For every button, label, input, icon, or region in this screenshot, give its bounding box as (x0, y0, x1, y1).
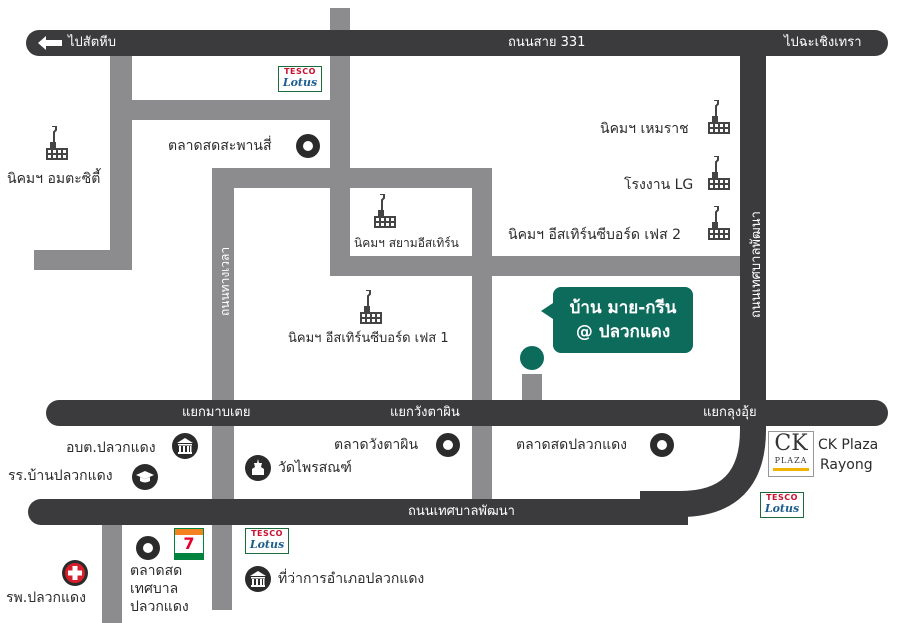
road-label-to-chachoengsao: ไปฉะเชิงเทรา (784, 35, 862, 50)
label-hemaraj: นิคมฯ เหมราช (600, 121, 689, 137)
factory-icon (360, 290, 382, 324)
tesco-lotus-logo: TESCO Lotus (245, 528, 289, 554)
market-dot-icon (296, 134, 320, 158)
road-right-vertical (740, 44, 766, 424)
ck-plaza-logo: CK PLAZA (768, 431, 814, 477)
factory-icon (46, 126, 68, 160)
label-municipal-market-3: ปลวกแดง (130, 599, 189, 615)
road-label-right-vertical: ถนนเทศบาลพัฒนา (749, 211, 764, 318)
factory-icon (708, 206, 730, 240)
factory-icon (374, 194, 396, 228)
road-thesaban-phatthana (28, 499, 688, 525)
label-amata-city: นิคมฯ อมตะซิตี้ (7, 171, 101, 187)
location-pin-icon (520, 346, 544, 370)
label-eastern-seaboard-1: นิคมฯ อีสเทิร์นซีบอร์ด เฟส 1 (288, 331, 449, 346)
road-loop-top (212, 168, 492, 188)
road-inner-vertical (212, 168, 234, 500)
temple-icon (245, 455, 271, 481)
road-label-inner-vertical: ถนนทางเวลา (218, 246, 232, 316)
market-dot-icon (650, 433, 674, 457)
label-district-office: ที่ว่าการอำเภอปลวกแดง (278, 571, 425, 587)
government-building-icon (172, 433, 198, 459)
arrow-left-icon (38, 36, 62, 50)
label-wat-phai-sanit: วัดไพรสณฑ์ (278, 460, 352, 476)
road-site-spur (522, 374, 542, 402)
label-wang-ta-phin-market: ตลาดวังตาผิน (334, 437, 419, 453)
label-saphan-si-market: ตลาดสดสะพานสี่ (168, 138, 272, 154)
road-upper-horizontal (110, 100, 350, 120)
label-obt-pluak-daeng: อบต.ปลวกแดง (66, 440, 156, 456)
label-pluak-daeng-market: ตลาดสดปลวกแดง (516, 437, 628, 453)
tesco-lotus-logo: TESCO Lotus (760, 492, 804, 518)
tesco-lotus-logo: TESCO Lotus (278, 66, 322, 92)
factory-icon (708, 100, 730, 134)
label-municipal-market-2: เทศบาล (130, 581, 179, 597)
label-ck-plaza-1: CK Plaza (818, 437, 879, 453)
label-municipal-market-1: ตลาดสด (130, 563, 183, 579)
market-dot-icon (136, 536, 160, 560)
road-label-331: ถนนสาย 331 (508, 35, 586, 50)
road-left-vertical (110, 40, 132, 270)
callout-line-1: บ้าน มาย-กรีน (569, 298, 677, 318)
road-label-map-ta-phut: แยกมาบเตย (182, 405, 251, 420)
road-siam-horizontal (330, 256, 750, 276)
road-label-lung-ui: แยกลุงอุ้ย (703, 405, 757, 420)
label-eastern-seaboard-2: นิคมฯ อีสเทิร์นซีบอร์ด เฟส 2 (508, 227, 681, 243)
government-building-icon (245, 566, 271, 592)
hospital-cross-icon (62, 560, 88, 586)
road-center-right-vertical (472, 168, 492, 500)
project-callout: บ้าน มาย-กรีน @ ปลวกแดง (541, 287, 693, 353)
road-label-thesaban-phatthana: ถนนเทศบาลพัฒนา (408, 504, 515, 519)
road-amata-horizontal (34, 250, 132, 270)
road-label-to-sattahip: ไปสัตหีบ (68, 35, 116, 50)
label-ck-plaza-2: Rayong (820, 457, 873, 473)
graduation-cap-icon (132, 464, 158, 490)
road-lower-center-vertical (212, 510, 232, 610)
seven-eleven-logo: 7 (174, 528, 204, 560)
road-lower-left-vertical (102, 510, 122, 623)
label-siam-eastern: นิคมฯ สยามอีสเทิร์น (354, 236, 459, 250)
label-lg-factory: โรงงาน LG (624, 177, 694, 193)
factory-icon (708, 156, 730, 190)
label-hospital-pluak-daeng: รพ.ปลวกแดง (6, 590, 86, 606)
label-school-pluak-daeng: รร.บ้านปลวกแดง (8, 468, 113, 484)
road-center-vertical (330, 8, 350, 276)
market-dot-icon (436, 433, 460, 457)
road-label-wang-ta-phin: แยกวังตาผิน (390, 405, 460, 420)
callout-line-2: @ ปลวกแดง (575, 322, 671, 342)
